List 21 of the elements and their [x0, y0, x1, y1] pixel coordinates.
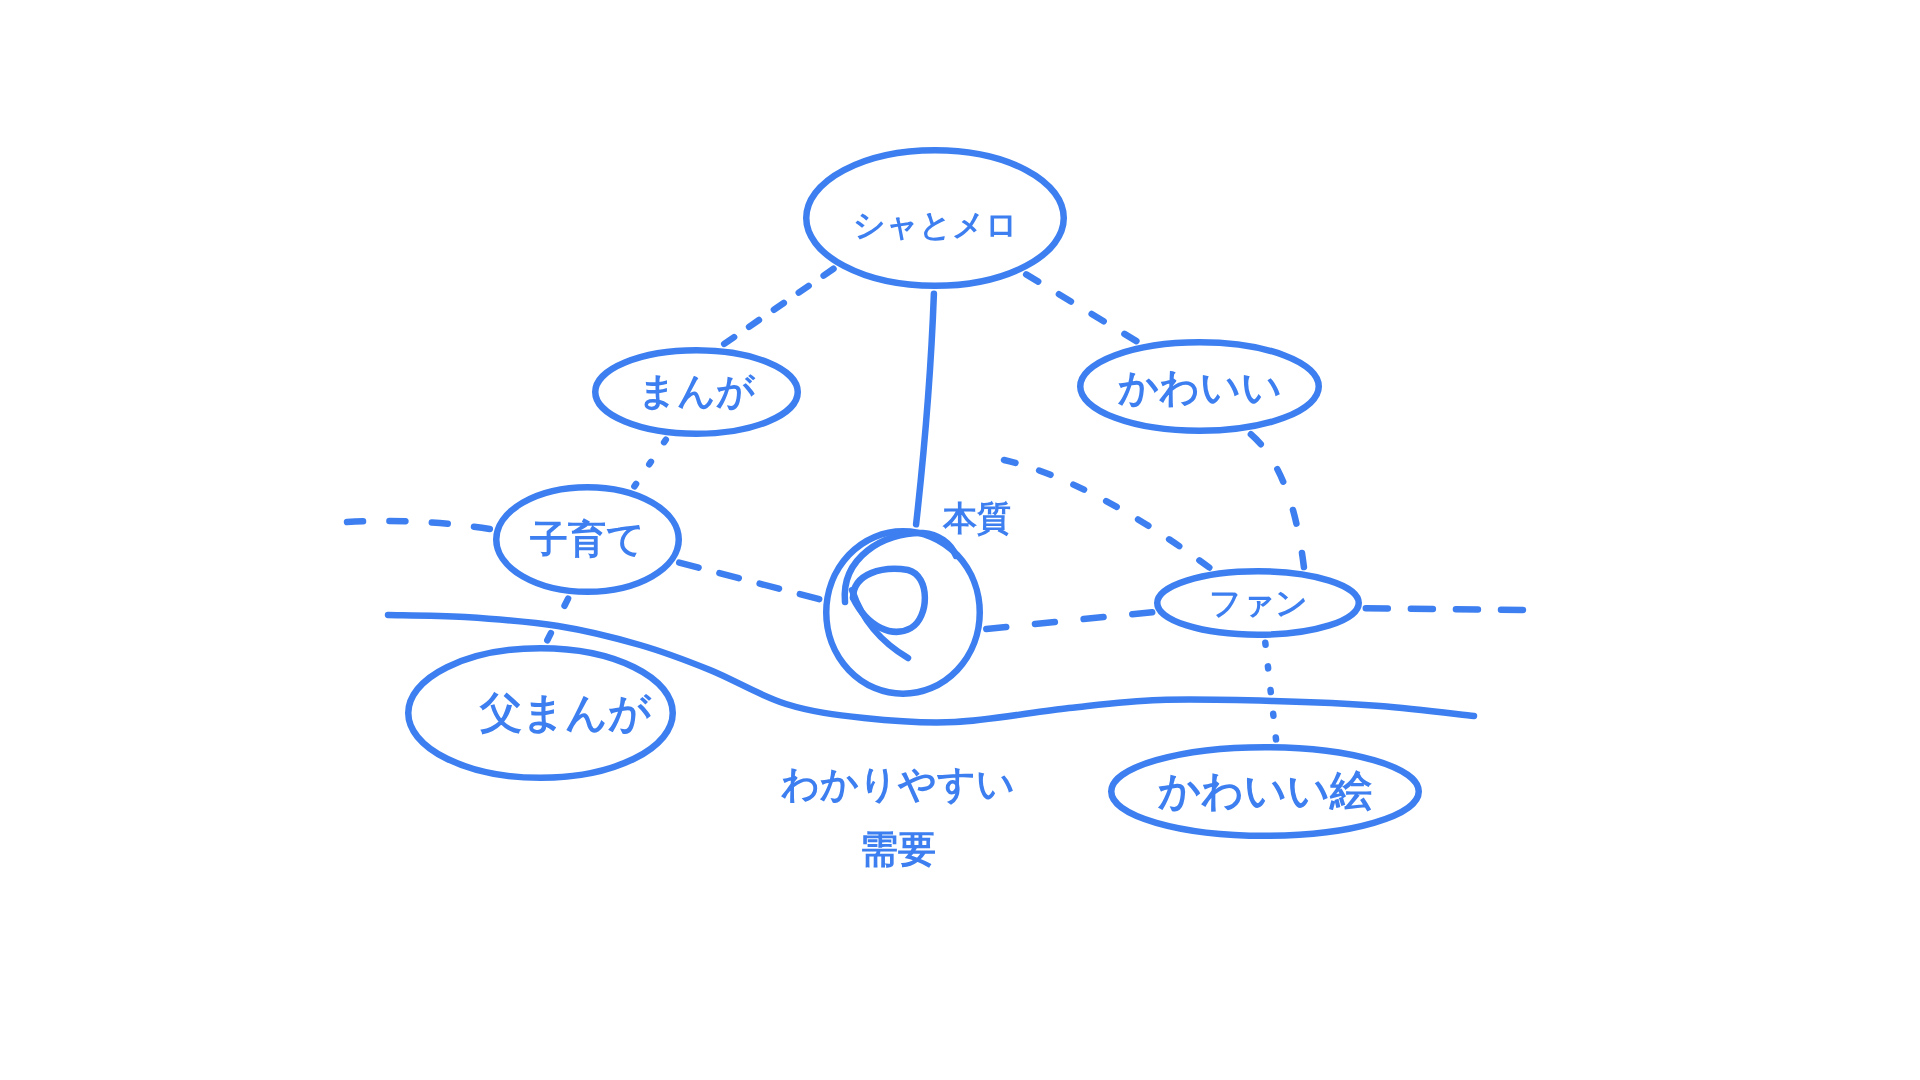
ellipse-node: ファン: [1154, 568, 1362, 638]
note-text: わかりやすい需要: [780, 761, 1016, 873]
ellipse-node: かわいい: [1077, 339, 1322, 434]
dashed-line: [675, 559, 823, 603]
ellipse-node: 子育て: [493, 484, 682, 595]
connector-line: [912, 290, 938, 528]
dashed-line: [544, 595, 572, 644]
dashed-line: [343, 517, 494, 533]
ellipse-node: かわいい絵: [1108, 744, 1422, 839]
dashed-line: [1022, 271, 1140, 345]
dashed-line: [1247, 431, 1308, 571]
ellipse-node: まんが: [592, 347, 801, 437]
ellipse-node: シャとメロ: [803, 147, 1067, 289]
side-label: 本質: [943, 498, 1011, 539]
dashed-line: [1000, 456, 1213, 571]
dashed-line: [1362, 604, 1527, 614]
dashed-line: [720, 265, 837, 348]
dashed-line: [1262, 639, 1280, 743]
dashed-line: [983, 608, 1156, 633]
dashed-line: [631, 436, 670, 490]
ellipse-node: 父まんが: [405, 645, 676, 781]
